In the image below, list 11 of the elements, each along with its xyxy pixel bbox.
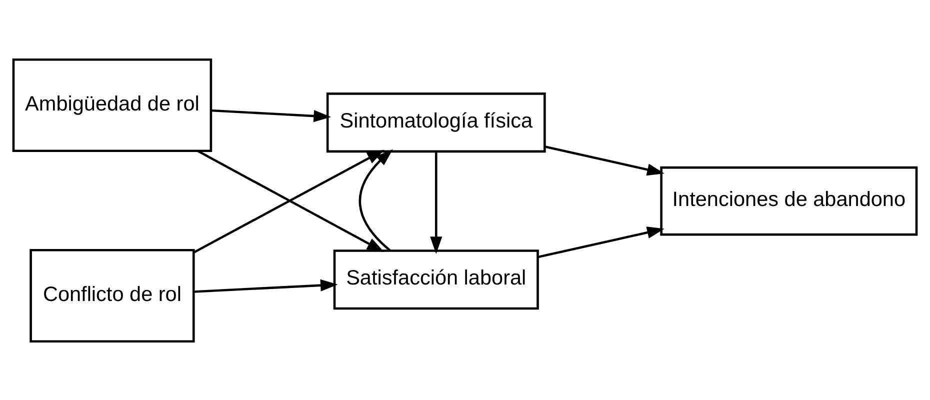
- arrow: [544, 145, 664, 176]
- arrow: [211, 108, 332, 122]
- node-box: Satisfacción laboral: [333, 249, 539, 310]
- arrow: [194, 278, 338, 292]
- node-box: Ambigüedad de rol: [12, 58, 212, 152]
- arrow: [358, 148, 393, 251]
- arrow: [430, 151, 442, 254]
- node-box: Conflicto de rol: [30, 248, 195, 342]
- node-box: Sintomatología física: [326, 92, 546, 152]
- node-box: Intenciones de abandono: [660, 166, 918, 236]
- arrow: [538, 226, 664, 258]
